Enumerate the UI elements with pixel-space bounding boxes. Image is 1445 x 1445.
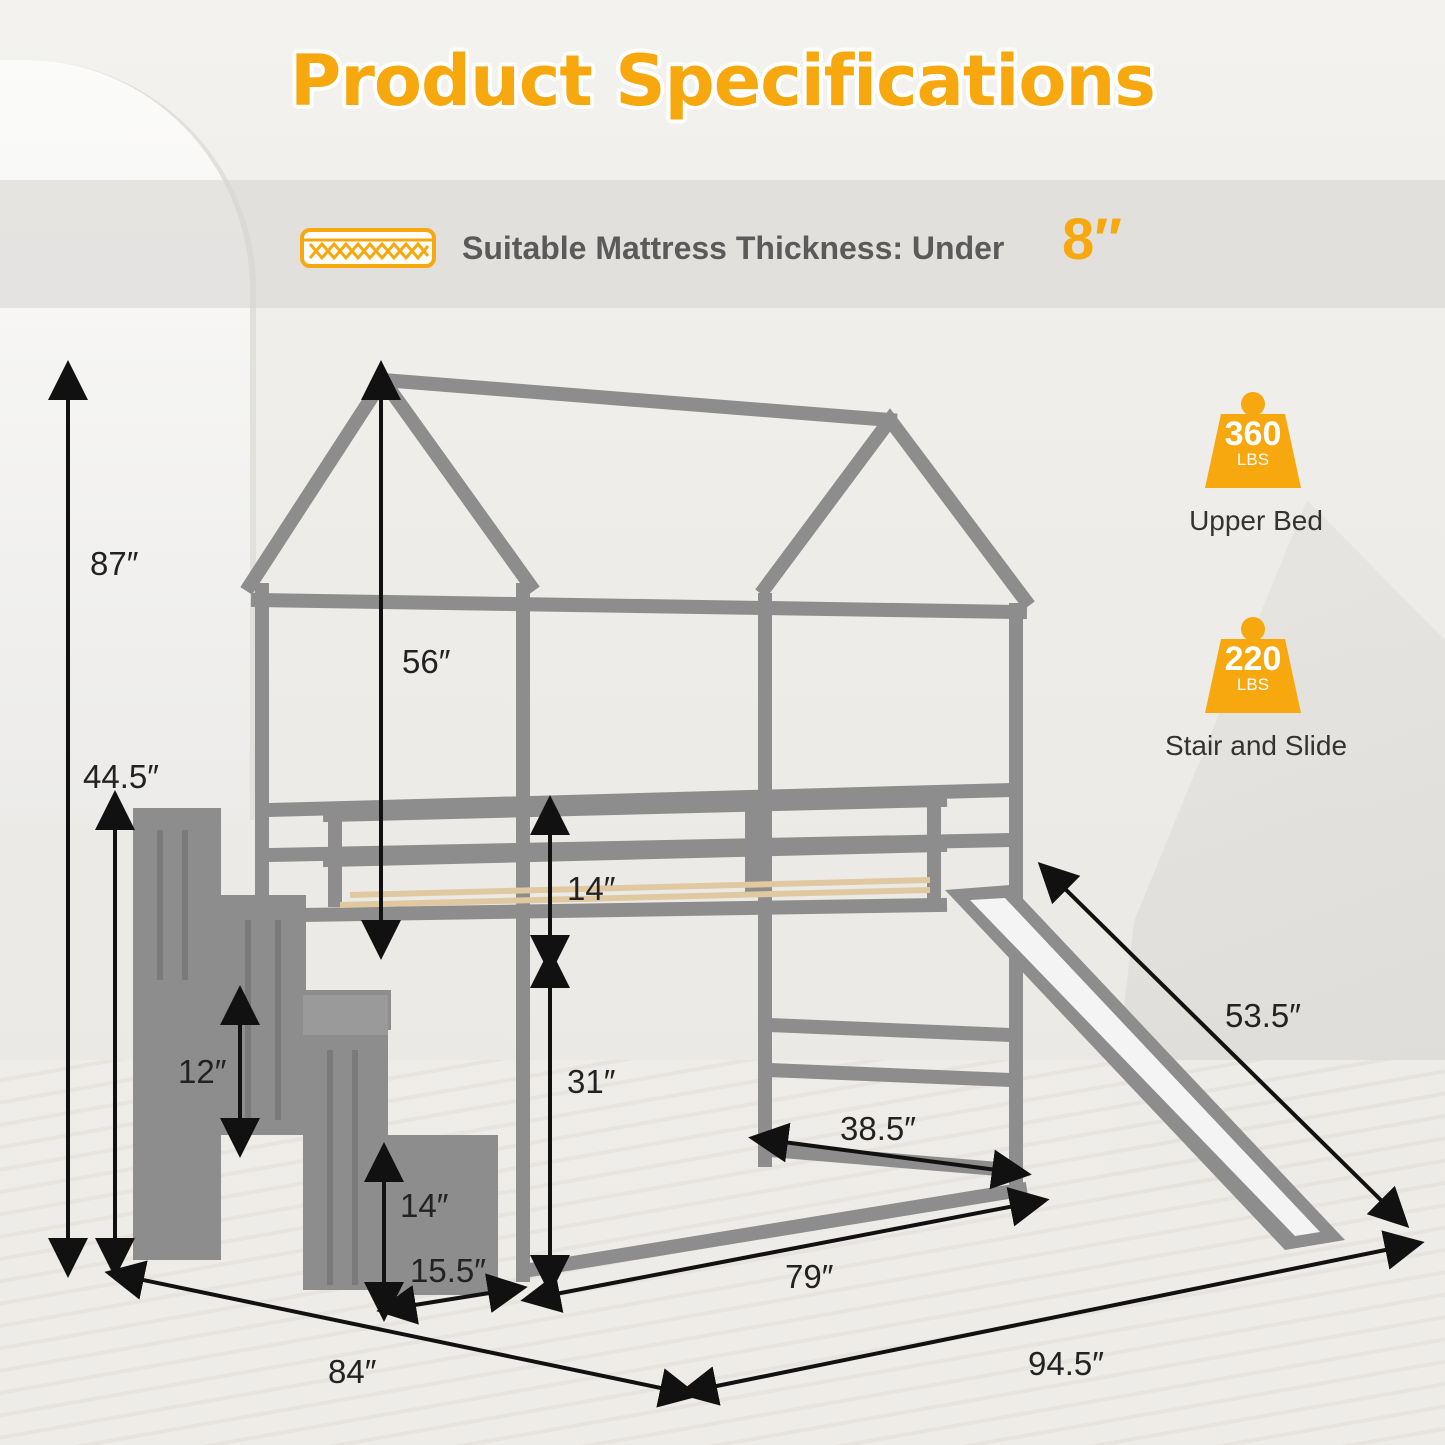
dim-slide-length: 53.5″ xyxy=(1225,997,1301,1034)
weight-label-stair-slide: Stair and Slide xyxy=(1164,730,1348,761)
dim-ladder-width: 38.5″ xyxy=(840,1110,916,1147)
weight-badge-upper-bed: 360 LBS xyxy=(1203,390,1303,490)
weight-badge-stair-slide: 220 LBS xyxy=(1203,615,1303,715)
mattress-thickness-text: Suitable Mattress Thickness: Under xyxy=(462,230,1005,266)
dim-overall-width: 84″ xyxy=(328,1353,377,1390)
page-title: Product Specifications xyxy=(290,40,1156,122)
dim-stair-height: 44.5″ xyxy=(83,758,159,795)
dim-overall-length: 94.5″ xyxy=(1028,1345,1104,1382)
mattress-thickness-value: 8″ xyxy=(1062,207,1123,272)
bed-slats xyxy=(339,877,931,908)
dim-bed-length: 79″ xyxy=(785,1258,834,1295)
mattress-banner xyxy=(0,180,1445,308)
weight-icon xyxy=(1205,617,1301,713)
weight-icon xyxy=(1205,392,1301,488)
dimension-arrows xyxy=(48,360,1425,1408)
weight-label-upper-bed: Upper Bed xyxy=(1189,505,1323,536)
dim-bottom-step-height: 14″ xyxy=(400,1187,449,1224)
dim-underbed-clearance: 31″ xyxy=(567,1063,616,1100)
mattress-icon xyxy=(300,228,436,268)
dim-step-height: 12″ xyxy=(178,1053,227,1090)
dim-guardrail-height: 14″ xyxy=(567,870,616,907)
dim-overall-height: 87″ xyxy=(90,545,139,582)
dim-step-depth: 15.5″ xyxy=(410,1252,486,1289)
dim-roof-height: 56″ xyxy=(402,643,451,680)
